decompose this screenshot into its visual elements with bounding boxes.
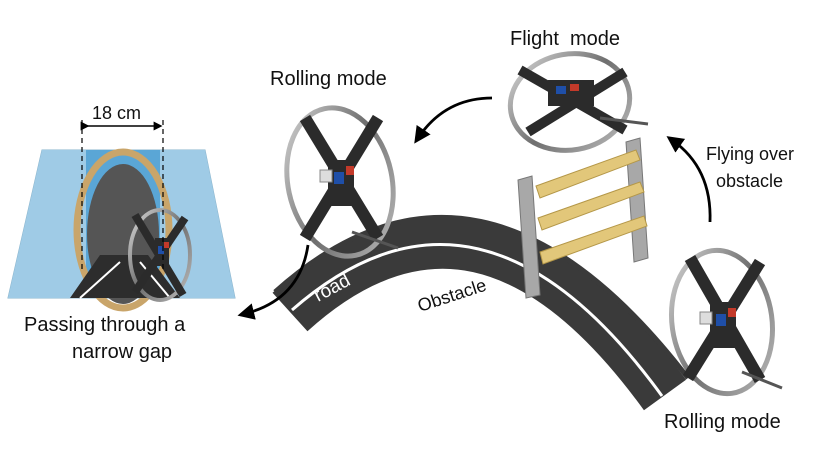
tunnel-left-wall	[8, 150, 86, 298]
flight-mode-label: Flight mode	[510, 28, 620, 50]
flying-over-label-line2: obstacle	[716, 171, 783, 191]
rolling-mode-left-label: Rolling mode	[270, 68, 387, 90]
gap-width-label: 18 cm	[92, 103, 141, 123]
tunnel-road-line	[79, 261, 121, 299]
arrow-rolling-to-flying	[666, 136, 712, 223]
shelf-board-bottom	[539, 215, 648, 265]
passing-gap-label-line2: narrow gap	[72, 341, 172, 363]
robot-flight	[507, 51, 649, 153]
road-surface	[272, 216, 687, 411]
road: road	[272, 214, 690, 411]
arrow-rolling-to-gap	[237, 244, 310, 320]
robot-rolling-right	[668, 247, 783, 397]
road-lane-line	[291, 243, 664, 397]
robot-rolling-left	[284, 105, 399, 259]
road-outer-edge	[273, 214, 690, 380]
passing-gap-label-line1: Passing through a	[24, 314, 186, 336]
obstacle-label: Obstacle	[415, 275, 489, 316]
arrow-flight-to-rolling	[414, 96, 493, 144]
flying-over-label-line1: Flying over	[706, 144, 794, 164]
tunnel-ring	[73, 148, 173, 312]
shelf-board-top	[535, 149, 641, 199]
gap-dimension: 18 cm	[80, 103, 164, 270]
tunnel-road-line-right	[139, 261, 171, 299]
robot-in-gap	[128, 208, 192, 302]
narrow-gap-tunnel	[7, 148, 236, 312]
rolling-mode-right-label: Rolling mode	[664, 411, 781, 433]
shelf-board-middle	[537, 181, 645, 231]
tunnel-right-wall	[160, 150, 235, 298]
shelf-post-left	[517, 175, 541, 299]
